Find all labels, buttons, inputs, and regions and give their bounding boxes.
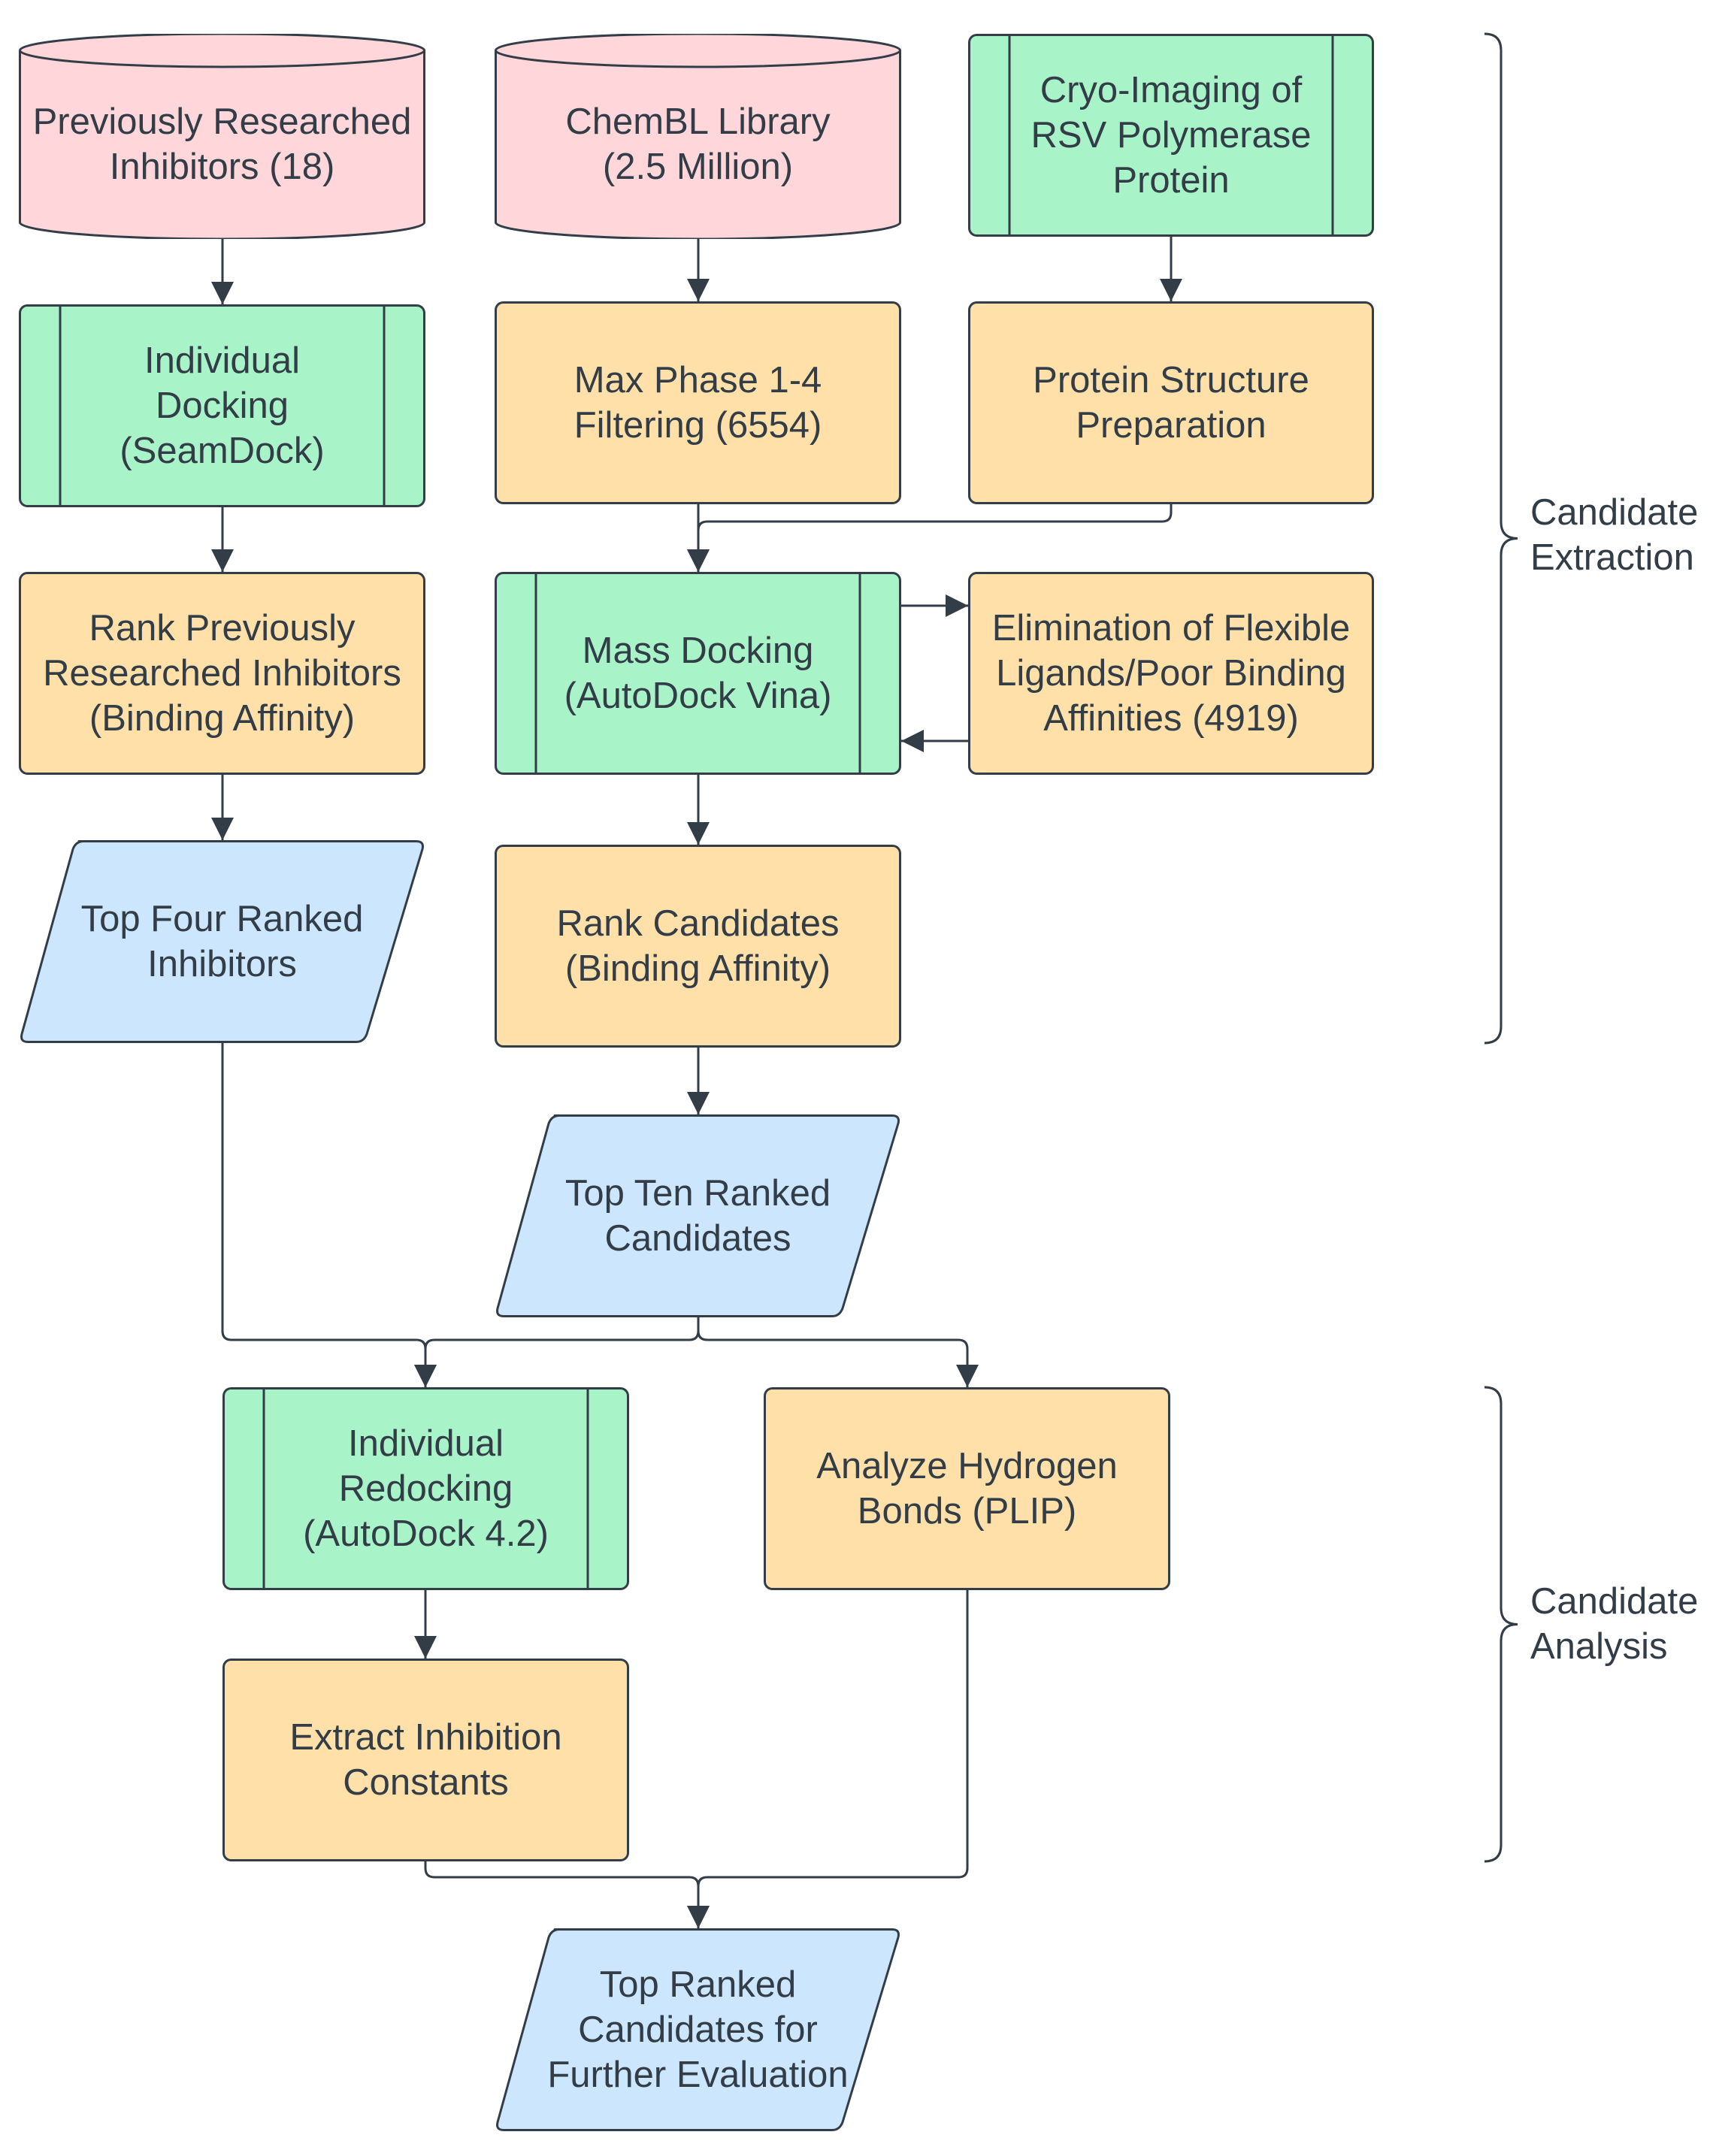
node-mass-docking: Mass Docking (AutoDock Vina): [495, 572, 901, 775]
node-label: Individual Docking (SeamDock): [120, 340, 325, 471]
subprocess-shape: [495, 572, 901, 775]
node-label: ChemBL Library (2.5 Million): [565, 101, 831, 187]
node-individual-docking: Individual Docking (SeamDock): [19, 304, 425, 507]
node-label: Mass Docking (AutoDock Vina): [564, 630, 832, 716]
edge-top_four-to-redocking: [221, 1043, 437, 1387]
node-label: Previously Researched Inhibitors (18): [32, 101, 412, 187]
database-shape: [495, 34, 901, 239]
edge-inhibition-to-top_ranked: [424, 1861, 710, 1928]
node-label: Rank Candidates (Binding Affinity): [556, 903, 840, 989]
node-label: Cryo-Imaging of RSV Polymerase Protein: [1030, 70, 1312, 201]
process-shape: [222, 1659, 629, 1861]
node-label: Top Four Ranked Inhibitors: [80, 899, 364, 984]
node-chembl-library: ChemBL Library (2.5 Million): [495, 34, 901, 239]
process-shape: [495, 301, 901, 504]
node-top-four-ranked-inhibitors: Top Four Ranked Inhibitors: [19, 840, 425, 1043]
process-shape: [968, 301, 1374, 504]
edge-top_ten-to-hydrogen: [697, 1317, 979, 1387]
subprocess-shape: [19, 304, 425, 507]
process-shape: [19, 572, 425, 775]
process-shape: [495, 845, 901, 1048]
edge-top_ten-to-redocking: [414, 1317, 700, 1387]
node-elimination: Elimination of Flexible Ligands/Poor Bin…: [968, 572, 1374, 775]
node-label: Top Ten Ranked Candidates: [564, 1173, 831, 1259]
process-shape: [764, 1387, 1170, 1590]
database-shape: [19, 34, 425, 239]
node-label: Max Phase 1-4 Filtering (6554): [574, 360, 822, 446]
node-top-ten-ranked-candidates: Top Ten Ranked Candidates: [495, 1114, 901, 1317]
node-extract-inhibition-constants: Extract Inhibition Constants: [222, 1659, 629, 1861]
node-label: Extract Inhibition Constants: [289, 1717, 562, 1803]
group-brace-extraction: [1484, 32, 1518, 1045]
node-label: Top Ranked Candidates for Further Evalua…: [547, 1964, 849, 2095]
node-label: Analyze Hydrogen Bonds (PLIP): [816, 1446, 1118, 1532]
node-protein-structure-preparation: Protein Structure Preparation: [968, 301, 1374, 504]
io-parallelogram-shape: [496, 1928, 900, 2131]
subprocess-shape: [968, 34, 1374, 237]
node-individual-redocking: Individual Redocking (AutoDock 4.2): [222, 1387, 629, 1590]
node-cryo-imaging: Cryo-Imaging of RSV Polymerase Protein: [968, 34, 1374, 237]
node-max-phase-filtering: Max Phase 1-4 Filtering (6554): [495, 301, 901, 504]
io-parallelogram-shape: [20, 840, 424, 1043]
io-parallelogram-shape: [496, 1114, 900, 1317]
node-label: Elimination of Flexible Ligands/Poor Bin…: [991, 608, 1351, 739]
node-label: Protein Structure Preparation: [1033, 360, 1309, 446]
group-label-candidate-analysis: Candidate Analysis: [1530, 1581, 1699, 1667]
node-label: Rank Previously Researched Inhibitors (B…: [43, 608, 401, 739]
subprocess-shape: [222, 1387, 629, 1590]
group-label-candidate-extraction: Candidate Extraction: [1530, 492, 1699, 578]
edge-hydrogen-to-top_ranked: [687, 1590, 969, 1928]
process-shape: [968, 572, 1374, 775]
node-analyze-hydrogen-bonds: Analyze Hydrogen Bonds (PLIP): [764, 1387, 1170, 1590]
edge-protein_prep-to-mass_docking: [687, 504, 1173, 572]
node-rank-candidates: Rank Candidates (Binding Affinity): [495, 845, 901, 1048]
node-top-ranked-candidates: Top Ranked Candidates for Further Evalua…: [495, 1928, 901, 2131]
node-previously-researched-inhibitors: Previously Researched Inhibitors (18): [19, 34, 425, 239]
node-label: Individual Redocking (AutoDock 4.2): [303, 1423, 549, 1554]
node-rank-previously-researched: Rank Previously Researched Inhibitors (B…: [19, 572, 425, 775]
group-brace-analysis: [1484, 1386, 1518, 1863]
